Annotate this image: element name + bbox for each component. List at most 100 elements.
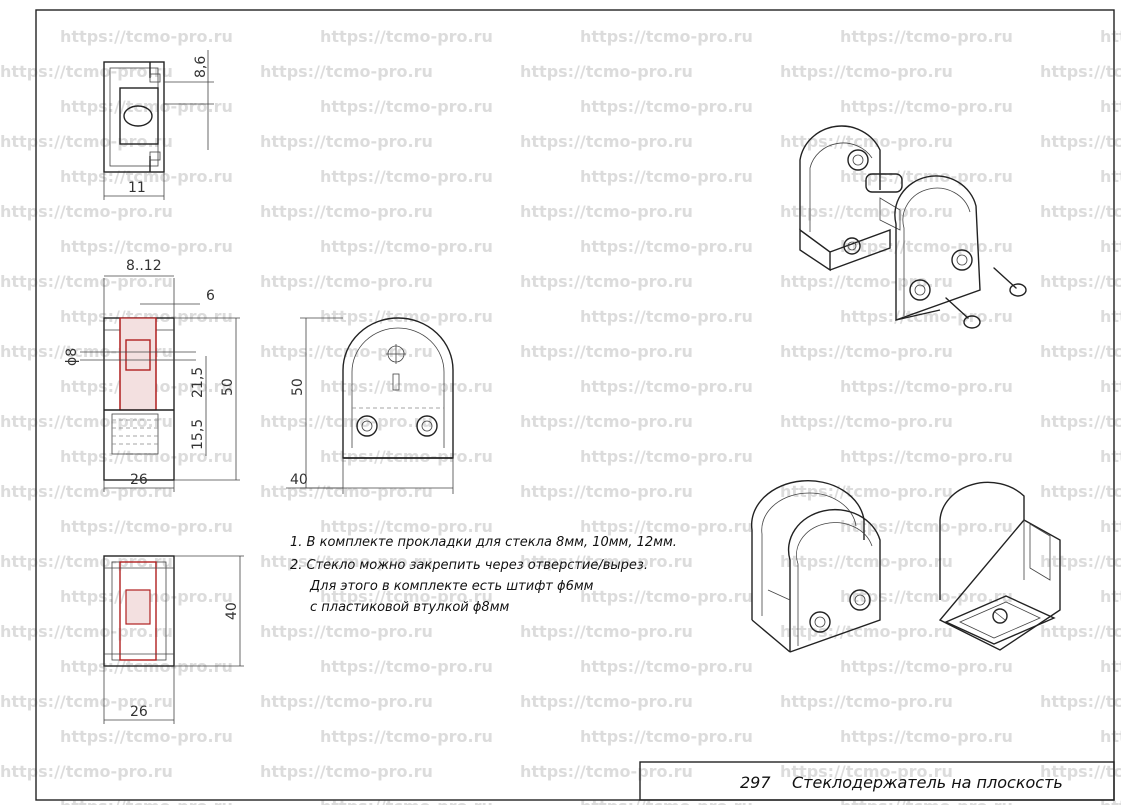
watermark-text: https://tcmo-pro.ru bbox=[1040, 622, 1121, 641]
watermark-text: https://tcmo-pro.ru bbox=[520, 412, 693, 431]
watermark-text: https://tcmo-pro.ru bbox=[780, 412, 953, 431]
watermark-text: https://tcmo-pro.ru bbox=[1100, 27, 1121, 46]
watermark-text: https://tcmo-pro.ru bbox=[60, 727, 233, 746]
watermark-text: https://tcmo-pro.ru bbox=[780, 62, 953, 81]
watermark-text: https://tcmo-pro.ru bbox=[320, 27, 493, 46]
watermark-text: https://tcmo-pro.ru bbox=[260, 622, 433, 641]
watermark-text: https://tcmo-pro.ru bbox=[580, 727, 753, 746]
watermark-text: https://tcmo-pro.ru bbox=[60, 237, 233, 256]
watermark-text: https://tcmo-pro.ru bbox=[260, 62, 433, 81]
watermark-text: https://tcmo-pro.ru bbox=[520, 202, 693, 221]
dim-side-width: 26 bbox=[130, 472, 148, 488]
title-number: 297 bbox=[740, 773, 771, 792]
watermark-text: https://tcmo-pro.ru bbox=[260, 412, 433, 431]
watermark-text: https://tcmo-pro.ru bbox=[840, 27, 1013, 46]
watermark-text: https://tcmo-pro.ru bbox=[60, 97, 233, 116]
dim-front-width: 40 bbox=[290, 472, 308, 488]
watermark-text: https://tcmo-pro.ru bbox=[840, 517, 1013, 536]
isometric-front-view bbox=[750, 480, 881, 653]
watermark-text: https://tcmo-pro.ru bbox=[320, 167, 493, 186]
side-section-view bbox=[80, 275, 240, 492]
watermark-text: https://tcmo-pro.ru bbox=[780, 132, 953, 151]
dim-top-view-w: 11 bbox=[128, 180, 146, 196]
watermark-text: https://tcmo-pro.ru bbox=[1040, 552, 1121, 571]
watermark-text: https://tcmo-pro.ru bbox=[780, 552, 953, 571]
title-block bbox=[639, 761, 1115, 801]
watermark-text: https://tcmo-pro.ru bbox=[0, 132, 173, 151]
watermark-text: https://tcmo-pro.ru bbox=[580, 97, 753, 116]
watermark-text: https://tcmo-pro.ru bbox=[840, 727, 1013, 746]
watermark-text: https://tcmo-pro.ru bbox=[60, 447, 233, 466]
watermark-text: https://tcmo-pro.ru bbox=[580, 797, 753, 805]
dim-glass-range: 8..12 bbox=[126, 258, 162, 274]
watermark-text: https://tcmo-pro.ru bbox=[520, 622, 693, 641]
watermark-text: https://tcmo-pro.ru bbox=[520, 552, 693, 571]
watermark-text: https://tcmo-pro.ru bbox=[260, 202, 433, 221]
watermark-text: https://tcmo-pro.ru bbox=[580, 657, 753, 676]
bottom-view bbox=[103, 555, 244, 724]
watermark-text: https://tcmo-pro.ru bbox=[1040, 132, 1121, 151]
watermark-text: https://tcmo-pro.ru bbox=[0, 272, 173, 291]
sheet-frame bbox=[35, 9, 1115, 801]
watermark-text: https://tcmo-pro.ru bbox=[840, 447, 1013, 466]
front-view bbox=[286, 317, 454, 494]
watermark-text: https://tcmo-pro.ru bbox=[260, 692, 433, 711]
note-2: 2. Стекло можно закрепить через отверсти… bbox=[290, 558, 648, 573]
isometric-bottom-view bbox=[938, 481, 1061, 651]
watermark-text: https://tcmo-pro.ru bbox=[1100, 97, 1121, 116]
watermark-text: https://tcmo-pro.ru bbox=[840, 307, 1013, 326]
watermark-text: https://tcmo-pro.ru bbox=[580, 167, 753, 186]
watermark-text: https://tcmo-pro.ru bbox=[0, 412, 173, 431]
watermark-text: https://tcmo-pro.ru bbox=[580, 377, 753, 396]
watermark-text: https://tcmo-pro.ru bbox=[520, 692, 693, 711]
watermark-text: https://tcmo-pro.ru bbox=[260, 552, 433, 571]
watermark-text: https://tcmo-pro.ru bbox=[520, 62, 693, 81]
watermark-text: https://tcmo-pro.ru bbox=[780, 622, 953, 641]
watermark-text: https://tcmo-pro.ru bbox=[320, 377, 493, 396]
note-3: Для этого в комплекте есть штифт ϕ6мм bbox=[309, 579, 594, 594]
note-4: с пластиковой втулкой ϕ8мм bbox=[310, 600, 510, 615]
watermark-text: https://tcmo-pro.ru bbox=[580, 307, 753, 326]
watermark-text: https://tcmo-pro.ru bbox=[0, 692, 173, 711]
watermark-text: https://tcmo-pro.ru bbox=[580, 237, 753, 256]
watermark-text: https://tcmo-pro.ru bbox=[320, 797, 493, 805]
watermark-text: https://tcmo-pro.ru bbox=[0, 552, 173, 571]
title-name: Стеклодержатель на плоскость bbox=[792, 773, 1063, 792]
dim-bottom-height: 40 bbox=[224, 602, 240, 620]
watermark-text: https://tcmo-pro.ru bbox=[780, 202, 953, 221]
watermark-text: https://tcmo-pro.ru bbox=[320, 447, 493, 466]
watermark-text: https://tcmo-pro.ru bbox=[580, 447, 753, 466]
watermark-text: https://tcmo-pro.ru bbox=[520, 342, 693, 361]
watermark-text: https://tcmo-pro.ru bbox=[1040, 692, 1121, 711]
watermark-text: https://tcmo-pro.ru bbox=[840, 97, 1013, 116]
watermark-text: https://tcmo-pro.ru bbox=[320, 727, 493, 746]
dim-height-total: 50 bbox=[220, 378, 236, 396]
watermark-text: https://tcmo-pro.ru bbox=[840, 797, 1013, 805]
watermark-text: https://tcmo-pro.ru bbox=[840, 657, 1013, 676]
watermark-text: https://tcmo-pro.ru bbox=[1100, 237, 1121, 256]
watermark-text: https://tcmo-pro.ru bbox=[780, 272, 953, 291]
watermark-text: https://tcmo-pro.ru bbox=[840, 377, 1013, 396]
watermark-text: https://tcmo-pro.ru bbox=[580, 587, 753, 606]
watermark-text: https://tcmo-pro.ru bbox=[1100, 447, 1121, 466]
watermark-text: https://tcmo-pro.ru bbox=[1100, 657, 1121, 676]
watermark-text: https://tcmo-pro.ru bbox=[1100, 517, 1121, 536]
watermark-text: https://tcmo-pro.ru bbox=[1040, 62, 1121, 81]
watermark-text: https://tcmo-pro.ru bbox=[580, 517, 753, 536]
watermark-layer: https://tcmo-pro.ru https://tcmo-pro.ru ht… bbox=[0, 27, 1121, 805]
note-1: 1. В комплекте прокладки для стекла 8мм,… bbox=[290, 535, 677, 550]
watermark-text: https://tcmo-pro.ru bbox=[780, 762, 953, 781]
watermark-text: https://tcmo-pro.ru bbox=[520, 482, 693, 501]
watermark-text: https://tcmo-pro.ru bbox=[520, 762, 693, 781]
watermark-text: https://tcmo-pro.ru bbox=[1040, 412, 1121, 431]
watermark-text: https://tcmo-pro.ru bbox=[1100, 727, 1121, 746]
watermark-text: https://tcmo-pro.ru bbox=[320, 587, 493, 606]
dim-pin-dia: ϕ8 bbox=[64, 348, 80, 366]
watermark-text: https://tcmo-pro.ru bbox=[1100, 307, 1121, 326]
watermark-text: https://tcmo-pro.ru bbox=[1100, 587, 1121, 606]
watermark-text: https://tcmo-pro.ru bbox=[60, 307, 233, 326]
watermark-text: https://tcmo-pro.ru bbox=[260, 482, 433, 501]
watermark-text: https://tcmo-pro.ru bbox=[260, 272, 433, 291]
watermark-text: https://tcmo-pro.ru bbox=[780, 692, 953, 711]
